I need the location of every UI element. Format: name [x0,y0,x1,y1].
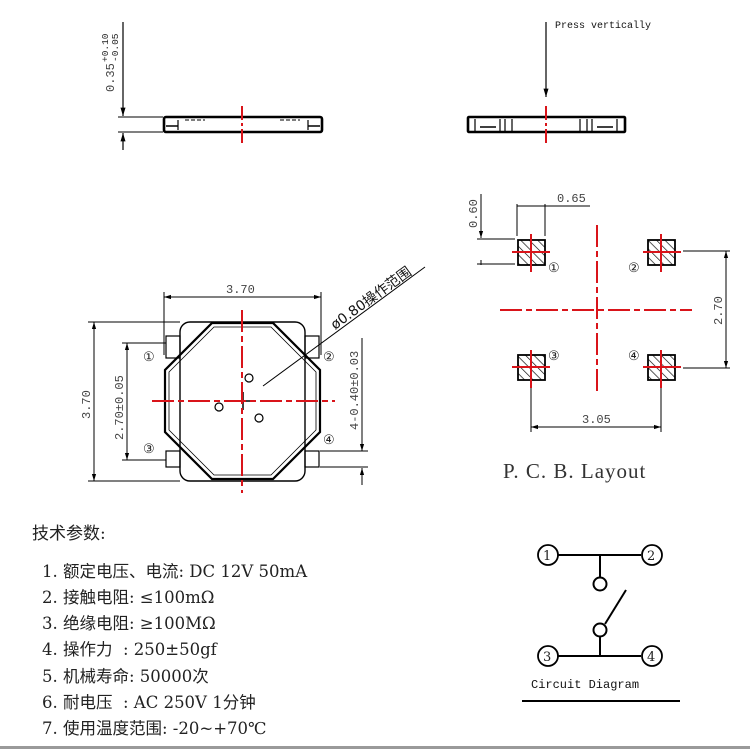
circuit-diagram-label: Circuit Diagram [531,678,639,692]
pcb-pad-4 [643,350,681,388]
terminal-2 [304,335,320,359]
svg-text:2: 2 [647,549,655,564]
pcb-pad-3 [512,350,550,388]
pcb-pin-label-1: ① [548,261,560,276]
side-view: 0.35 +0.10 -0.05 [100,22,324,150]
pcb-pin-label-4: ④ [628,349,640,364]
terminal-1 [165,335,181,359]
pcb-layout-title: P. C. B. Layout [503,459,646,483]
pad-dim: 4-0.40±0.03 [348,351,362,430]
horizontal-pitch-dim: 3.05 [582,413,611,427]
pin-label-1: ① [143,350,155,365]
pcb-pad-2 [643,234,681,272]
bottom-divider [0,746,750,749]
spec-item-2: 2. 接触电阻: ≤100mΩ [42,588,215,607]
pcb-pin-label-3: ③ [548,349,560,364]
circuit-pin-4: 4 [641,645,663,667]
circuit-pin-1: 1 [537,544,559,566]
top-view: 3.70 3.70 2.70±0.05 4-0.40±0.03 [80,263,426,493]
spec-item-5: 5. 机械寿命: 50000次 [42,667,209,686]
svg-text:3: 3 [543,650,551,665]
pcb-pin-label-2: ② [628,261,640,276]
pcb-layout: 0.60 0.65 2.70 3.05 ① ② ③ ④ P. C. B. Lay… [467,192,730,483]
side-height-dim: 0.35 [104,63,118,92]
spec-item-6: 6. 耐电压 : AC 250V 1分钟 [42,693,256,712]
octagon-actuator [163,321,322,481]
contact-upper [592,576,608,592]
circuit-pin-3: 3 [537,645,559,667]
spec-item-3: 3. 绝缘电阻: ≥100MΩ [42,614,216,633]
pin-label-4: ④ [323,433,335,448]
svg-text:1: 1 [543,549,551,564]
spec-item-4: 4. 操作力 : 250±50gf [42,640,217,659]
circuit-diagram: 1 2 3 4 Circuit Diagram [522,544,680,702]
spec-item-7: 7. 使用温度范围: -20~+70℃ [42,719,267,738]
switch-lever [604,589,627,625]
terminal-3 [165,450,181,468]
svg-text:4: 4 [647,650,655,665]
front-view: Press vertically [466,20,651,143]
top-height-dim: 3.70 [80,390,94,419]
spec-item-1: 1. 额定电压、电流: DC 12V 50mA [42,562,308,581]
side-tol-minus: -0.05 [110,33,121,62]
terminal-4 [304,450,320,468]
top-width-dim: 3.70 [226,283,255,297]
press-label: Press vertically [555,20,651,32]
leader-line [262,266,426,387]
vertical-pitch-dim: 2.70 [712,296,726,325]
operating-area-label: ø0.80操作范围 [327,263,414,333]
pad-height-dim: 0.60 [467,199,481,228]
pin-label-3: ③ [143,442,155,457]
contact-lower [592,622,608,638]
side-tol-plus: +0.10 [100,33,111,62]
circuit-pin-2: 2 [641,544,663,566]
specs-title: 技术参数: [32,524,106,544]
pin-span-dim: 2.70±0.05 [113,375,127,440]
pin-label-2: ② [323,350,335,365]
pad-width-dim: 0.65 [557,192,586,206]
pcb-pad-1 [512,234,550,272]
